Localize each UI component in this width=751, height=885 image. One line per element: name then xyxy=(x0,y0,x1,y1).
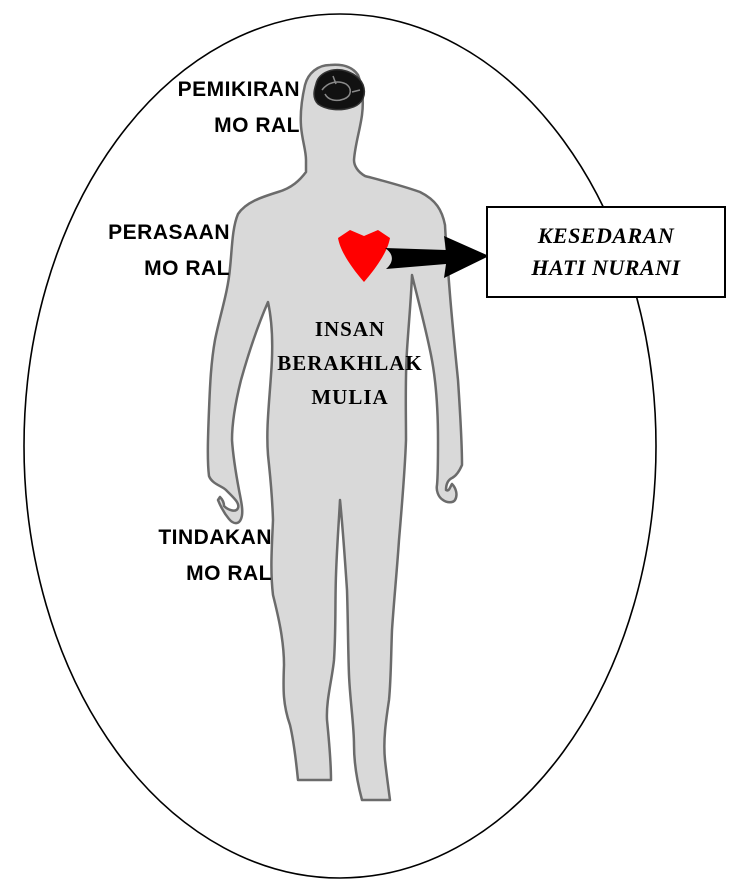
label-thinking-line2: MO RAL xyxy=(120,108,300,144)
center-line3: MULIA xyxy=(255,380,445,414)
label-feeling: PERASAAN MO RAL xyxy=(58,215,230,287)
center-label: INSAN BERAKHLAK MULIA xyxy=(255,312,445,414)
box-line1: KESEDARAN xyxy=(487,220,725,252)
label-thinking: PEMIKIRAN MO RAL xyxy=(120,72,300,144)
label-action-line1: TINDAKAN xyxy=(100,520,272,556)
label-thinking-line1: PEMIKIRAN xyxy=(120,72,300,108)
label-feeling-line1: PERASAAN xyxy=(58,215,230,251)
label-action: TINDAKAN MO RAL xyxy=(100,520,272,592)
center-line2: BERAKHLAK xyxy=(255,346,445,380)
label-action-line2: MO RAL xyxy=(100,556,272,592)
center-line1: INSAN xyxy=(255,312,445,346)
box-label: KESEDARAN HATI NURANI xyxy=(487,220,725,284)
label-feeling-line2: MO RAL xyxy=(58,251,230,287)
box-line2: HATI NURANI xyxy=(487,252,725,284)
human-silhouette xyxy=(208,65,462,800)
